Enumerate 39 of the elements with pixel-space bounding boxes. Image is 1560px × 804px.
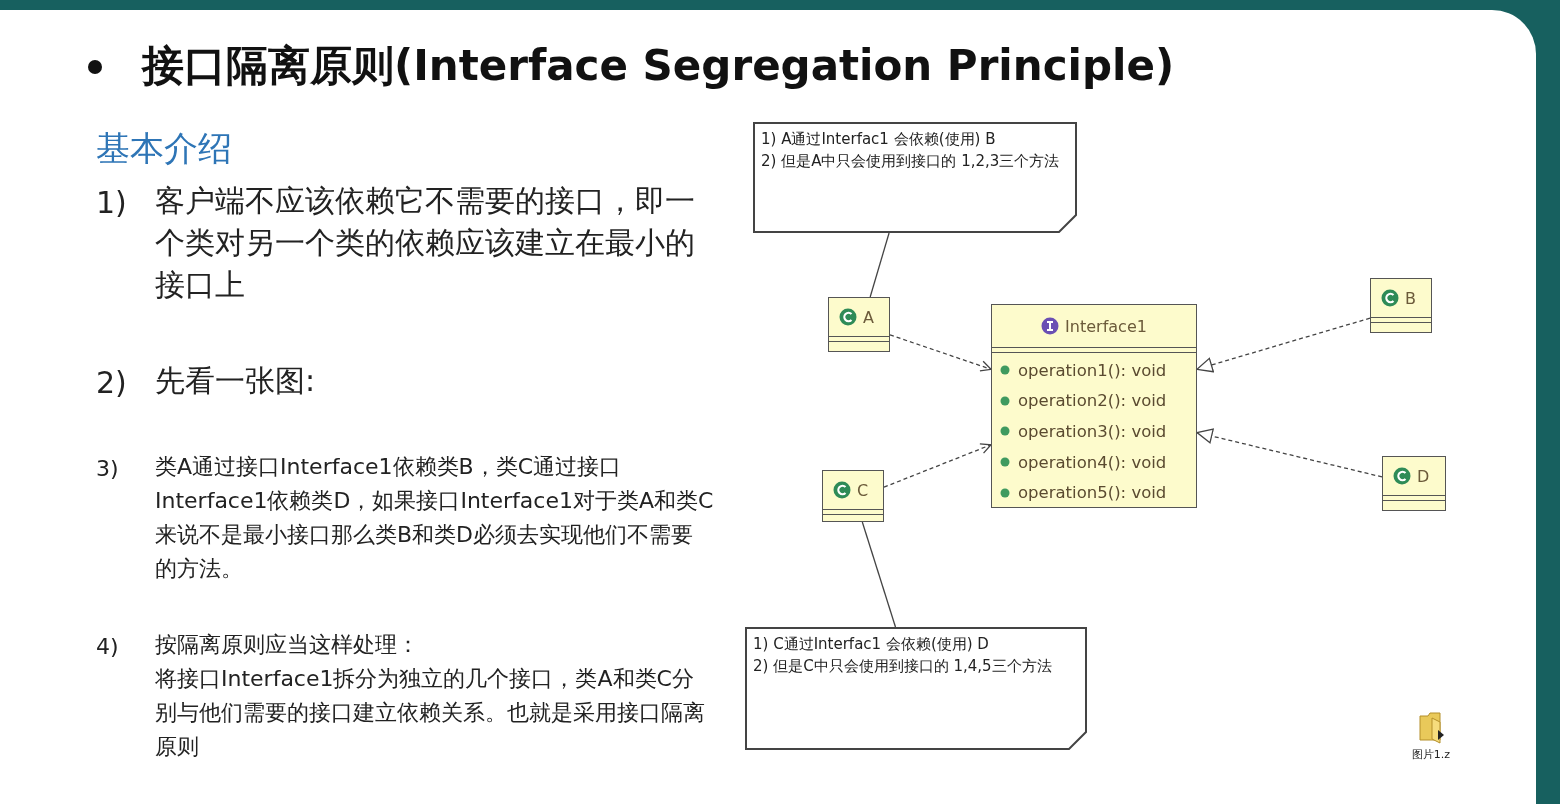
class-name: C — [857, 480, 869, 500]
note-box — [753, 122, 1077, 233]
list-number: 2) — [96, 364, 128, 402]
note-text: 2) 但是C中只会使用到接口的 1,4,5三个方法 — [753, 656, 1053, 677]
leader-line — [861, 521, 897, 628]
section-heading: 基本介绍 — [96, 127, 233, 170]
class-box — [828, 297, 890, 352]
method-text: operation5(): void — [1018, 483, 1167, 503]
class-box — [1382, 456, 1446, 511]
dependency-arrow — [883, 443, 992, 488]
list-text: 将接口Interface1拆分为独立的几个接口，类A和类C分别与他们需要的接口建立依赖关系。也就是采用接口隔离原则 — [155, 665, 706, 761]
note-text: 1) C通过Interfac1 会依赖(使用) D — [753, 634, 990, 655]
slide-title: 接口隔离原则(Interface Segregation Principle) — [142, 40, 1175, 92]
class-name: B — [1405, 288, 1416, 308]
class-name: A — [863, 307, 874, 327]
list-text: 客户端不应该依赖它不需要的接口，即一个类对另一个类的依赖应该建立在最小的接口上 — [155, 182, 695, 304]
list-text: 按隔离原则应当这样处理： — [155, 631, 420, 659]
interface-name: Interface1 — [1065, 316, 1147, 336]
list-number: 3) — [96, 455, 120, 483]
note-text: 2) 但是A中只会使用到接口的 1,2,3三个方法 — [761, 151, 1061, 172]
class-name: D — [1417, 466, 1430, 486]
method-text: operation2(): void — [1018, 391, 1167, 411]
list-text: 类A通过接口Interface1依赖类B，类C通过接口Interface1依赖类D，如果接口Interface1对于类A和类C来说不是最小接口那么类B和类D必须去实现他们不需要的方法。 — [155, 453, 715, 583]
leader-line — [869, 232, 890, 298]
method-text: operation3(): void — [1018, 422, 1167, 441]
method-text: operation4(): void — [1018, 452, 1167, 472]
list-number: 4) — [96, 633, 120, 661]
file-name: 图片1.z — [1410, 748, 1452, 762]
class-box — [822, 470, 884, 522]
note-text: 1) A通过Interfac1 会依赖(使用) B — [761, 129, 997, 150]
note-box — [745, 627, 1087, 750]
method-text: operation1(): void — [1018, 360, 1167, 380]
realization-arrow — [1196, 317, 1371, 373]
interface-box — [991, 304, 1197, 508]
list-number: 1) — [96, 184, 128, 222]
realization-arrow — [1196, 428, 1383, 478]
dependency-arrow — [889, 334, 992, 372]
list-text: 先看一张图: — [155, 362, 317, 400]
class-box — [1370, 278, 1432, 333]
